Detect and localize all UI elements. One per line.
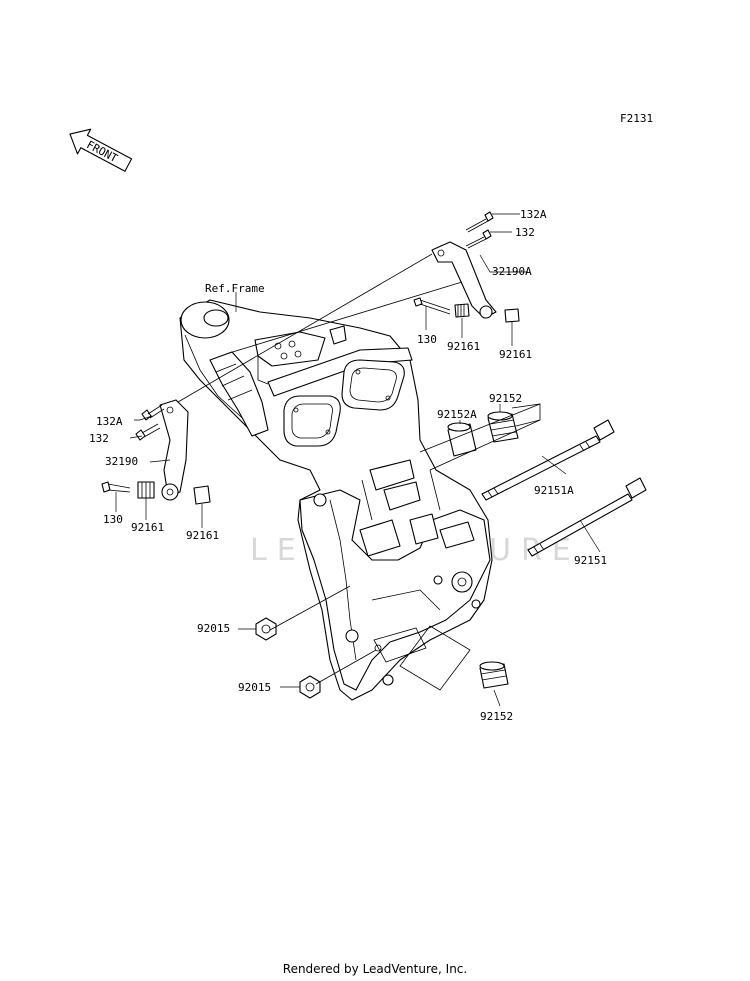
bolt-130-top — [413, 297, 451, 315]
bolt-132-left — [135, 423, 161, 441]
part-label-132-top[interactable]: 132 — [515, 226, 535, 239]
bushing-92161-top-a — [454, 303, 470, 318]
stud-92151A — [481, 419, 615, 501]
part-label-92015-a[interactable]: 92015 — [197, 622, 230, 635]
part-label-130-left[interactable]: 130 — [103, 513, 123, 526]
footer-credit: Rendered by LeadVenture, Inc. — [282, 962, 468, 976]
front-arrow-icon: FRONT — [69, 128, 133, 172]
part-label-92151[interactable]: 92151 — [574, 554, 607, 567]
bushing-92161-left-a — [137, 481, 155, 499]
part-label-92161-top-a[interactable]: 92161 — [447, 340, 480, 353]
part-label-92161-top-b[interactable]: 92161 — [499, 348, 532, 361]
part-label-132a-left[interactable]: 132A — [96, 415, 123, 428]
part-label-32190a[interactable]: 32190A — [492, 265, 532, 278]
leader-lines — [115, 213, 601, 707]
bolt-132A-left — [141, 404, 165, 421]
part-label-132a-top[interactable]: 132A — [520, 208, 547, 221]
nut-92015-b — [299, 675, 321, 699]
part-label-92151a[interactable]: 92151A — [534, 484, 574, 497]
bushing-92161-top-b — [504, 308, 520, 323]
part-label-130-top[interactable]: 130 — [417, 333, 437, 346]
nut-92015-a — [255, 617, 277, 641]
bracket-32190A — [431, 241, 497, 319]
part-label-92161-left-a[interactable]: 92161 — [131, 521, 164, 534]
part-label-132-left[interactable]: 132 — [89, 432, 109, 445]
spacer-92152-top — [487, 411, 519, 443]
part-label-32190[interactable]: 32190 — [105, 455, 138, 468]
figure-code: F2131 — [620, 112, 653, 125]
ref-frame-label: Ref.Frame — [205, 282, 265, 295]
part-label-92152a[interactable]: 92152A — [437, 408, 477, 421]
spacer-92152-bottom — [479, 661, 509, 689]
part-label-92152-top[interactable]: 92152 — [489, 392, 522, 405]
bolt-132-top — [465, 229, 492, 249]
front-label: FRONT — [84, 138, 120, 165]
part-label-92015-b[interactable]: 92015 — [238, 681, 271, 694]
bolt-132A-top — [465, 211, 494, 233]
part-label-92152-bottom[interactable]: 92152 — [480, 710, 513, 723]
stud-92151 — [527, 477, 647, 557]
bolt-130-left — [101, 481, 131, 493]
bracket-32190 — [159, 399, 189, 501]
frame-body — [179, 299, 493, 701]
bushing-92161-left-b — [193, 485, 211, 505]
part-label-92161-left-b[interactable]: 92161 — [186, 529, 219, 542]
